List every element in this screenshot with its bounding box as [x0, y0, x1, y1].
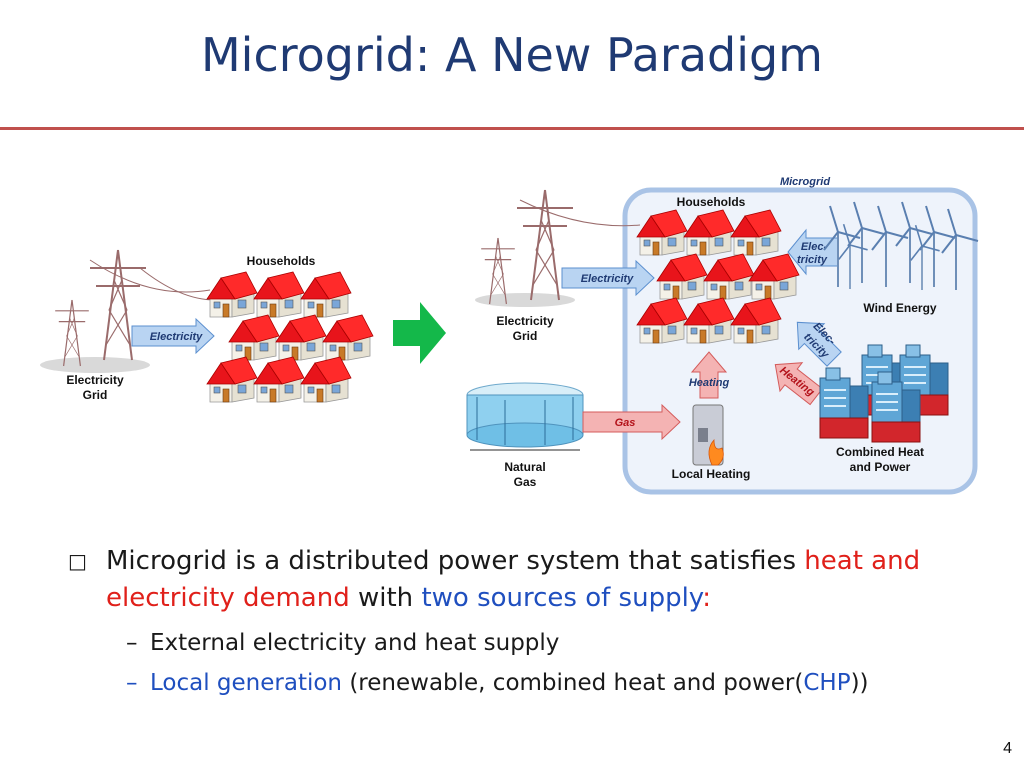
bullet-sub-2-text: (renewable, combined heat and power( [342, 670, 804, 696]
bullet-square-icon: □ [68, 549, 87, 573]
left-households-icon [206, 271, 374, 403]
title-divider [0, 127, 1024, 130]
wind-arrow-label-1: Elec- [801, 241, 828, 253]
wind-energy-label: Wind Energy [863, 301, 937, 315]
local-heating-arrow-label: Heating [689, 377, 730, 389]
natural-gas-tank-icon [466, 382, 584, 451]
transition-arrow-icon [393, 302, 446, 364]
left-grid-label-2: Grid [83, 388, 108, 402]
right-households-icon [636, 209, 800, 344]
left-grid-tower-icon [40, 249, 216, 373]
wind-electricity-arrow [787, 228, 839, 276]
bullet-sub-2: – Local generation (renewable, combined … [68, 663, 1018, 703]
bullet-main-red: heat and electricity demand [106, 546, 921, 613]
right-grid-label-1: Electricity [496, 314, 554, 328]
natural-gas-label-1: Natural [504, 460, 545, 474]
local-heating-arrow [690, 351, 728, 399]
microgrid-label: Microgrid [780, 176, 830, 188]
chp-label-1: Combined Heat [836, 445, 924, 459]
right-grid-tower-icon [475, 189, 641, 307]
bullet-sub-1-text: External electricity and heat supply [150, 630, 560, 656]
bullet-main: □ Microgrid is a distributed power syste… [68, 543, 1018, 617]
bullet-list: □ Microgrid is a distributed power syste… [68, 543, 1018, 703]
right-grid-electricity-arrow [561, 259, 655, 297]
microgrid-diagram: Electricity Grid Electricity Households … [40, 176, 979, 495]
water-heater-icon [692, 404, 724, 466]
dash-icon: – [126, 630, 138, 656]
chp-label-2: and Power [850, 460, 911, 474]
bullet-sub-2-blue: Local generation [150, 670, 343, 696]
right-grid-label-2: Grid [513, 329, 538, 343]
local-heating-label: Local Heating [672, 467, 751, 481]
bullet-main-colon: : [702, 583, 712, 613]
left-households-label: Households [247, 254, 316, 268]
chp-electricity-arrow [796, 321, 842, 367]
bullet-main-text: Microgrid is a distributed power system … [106, 546, 805, 576]
bullet-sub-2-end: )) [850, 670, 869, 696]
bullet-main-blue: two sources of supply [421, 583, 703, 613]
gas-arrow-label: Gas [615, 417, 636, 429]
wind-arrow-label-2: tricity [797, 254, 828, 266]
natural-gas-label-2: Gas [514, 475, 537, 489]
left-electricity-arrow [131, 317, 215, 355]
bullet-sub-1: – External electricity and heat supply [68, 623, 1018, 663]
page-number: 4 [1003, 740, 1012, 757]
gas-arrow [582, 403, 681, 441]
bullet-sub-2-chp: CHP [803, 670, 851, 696]
bullet-main-mid: with [349, 583, 422, 613]
left-grid-label-1: Electricity [66, 373, 124, 387]
dash-icon: – [126, 670, 138, 696]
left-electricity-arrow-label: Electricity [150, 331, 203, 343]
right-households-label: Households [677, 195, 746, 209]
chp-heating-arrow [774, 362, 824, 406]
right-grid-electricity-label: Electricity [581, 273, 634, 285]
slide-title: Microgrid: A New Paradigm [200, 28, 823, 82]
